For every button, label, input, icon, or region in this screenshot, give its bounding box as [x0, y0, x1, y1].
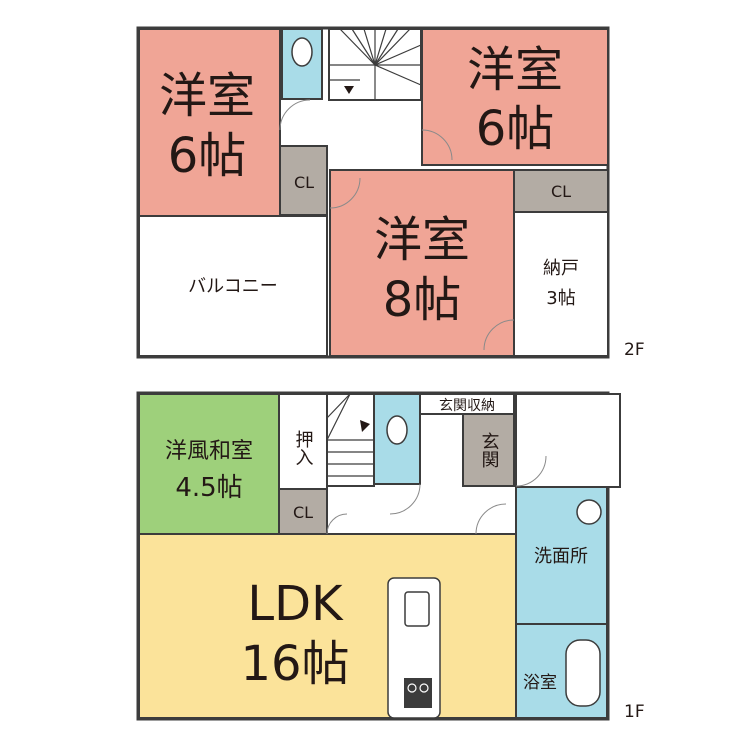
room-japanese-size: 4.5帖: [175, 473, 242, 503]
stairs-2f: [328, 28, 422, 101]
entrance-storage-label: 玄関収納: [439, 397, 495, 414]
floor-2f: 2F 洋室 6帖 洋室 6帖 洋室 8帖 CL CL バルコニー 納戸 3帖: [136, 26, 645, 360]
stove-icon: [404, 678, 432, 708]
washroom-label: 洗面所: [534, 546, 588, 567]
closet-1f-label: CL: [293, 503, 313, 522]
floor-1f: 1F 洋風和室 4.5帖 押入 CL 玄関収納 玄関 洗面所 LDK 16帖 浴…: [136, 37, 645, 722]
room-western-ne-name: 洋室: [467, 42, 563, 98]
room-western-nw[interactable]: [138, 28, 281, 217]
stairs-1f: [326, 393, 375, 487]
room-western-ne[interactable]: [421, 28, 609, 166]
storage-room-name: 納戸: [543, 258, 579, 279]
storage-room[interactable]: [513, 211, 609, 357]
room-ldk-size: 16帖: [240, 636, 349, 692]
balcony-label: バルコニー: [188, 276, 278, 297]
closet-2f-right-label: CL: [551, 182, 571, 201]
storage-room-size: 3帖: [546, 288, 575, 309]
porch: [515, 393, 621, 488]
balcony[interactable]: [138, 215, 328, 357]
sink-icon: [404, 591, 430, 627]
doors-1f: [326, 455, 547, 535]
entrance-label: 玄関: [479, 432, 500, 468]
room-ldk[interactable]: [138, 533, 517, 719]
room-western-center-size: 8帖: [383, 272, 462, 328]
floor-2f-label: 2F: [624, 340, 645, 360]
room-ldk-name: LDK: [247, 576, 344, 632]
closet-1f[interactable]: [278, 488, 328, 535]
room-japanese-name: 洋風和室: [165, 439, 253, 464]
bathtub-icon: [565, 639, 601, 707]
oshiire-label: 押入: [293, 430, 314, 466]
floor-1f-label: 1F: [624, 702, 645, 722]
toilet-2f-icon: [291, 37, 313, 67]
room-western-nw-size: 6帖: [168, 128, 247, 184]
doors-2f: [279, 99, 515, 351]
room-western-nw-name: 洋室: [159, 68, 255, 124]
closet-2f-left[interactable]: [279, 145, 328, 216]
kitchen-counter: [387, 577, 441, 719]
room-western-ne-size: 6帖: [476, 101, 555, 157]
room-western-center-name: 洋室: [374, 212, 470, 268]
washbasin-icon: [576, 499, 602, 525]
toilet-1f-icon: [386, 415, 408, 445]
closet-2f-left-label: CL: [294, 173, 314, 192]
bath-label: 浴室: [523, 673, 557, 693]
room-japanese[interactable]: [138, 393, 280, 535]
room-western-center[interactable]: [329, 169, 515, 357]
entrance-closet[interactable]: [462, 413, 515, 487]
